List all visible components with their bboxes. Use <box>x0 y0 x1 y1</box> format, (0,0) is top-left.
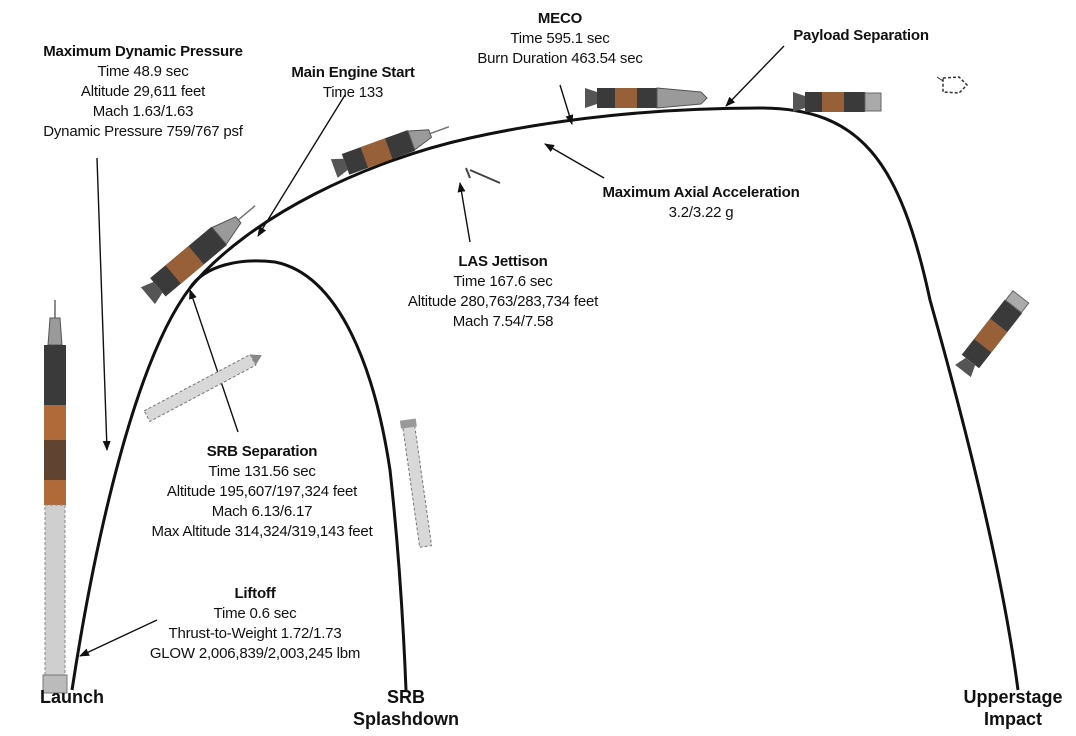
las-jettison-line: Time 167.6 sec <box>453 273 553 290</box>
liftoff-arrow <box>79 619 158 657</box>
las-jettison-arrow <box>457 182 471 243</box>
launch-vehicle-illustration <box>42 300 68 694</box>
srb-separation-line: Max Altitude 314,324/319,143 feet <box>151 523 373 540</box>
meco-label: MECO Time 595.1 sec Burn Duration 463.54… <box>477 9 643 69</box>
srb-separation-label: SRB Separation Time 131.56 sec Altitude … <box>151 442 372 542</box>
liftoff-line: Thrust-to-Weight 1.72/1.73 <box>168 625 342 642</box>
jettisoned-las-illustration <box>465 167 501 184</box>
payload-capsule-illustration <box>936 76 969 94</box>
descending-srb-illustration <box>399 418 433 548</box>
srb-separation-line: Altitude 195,607/197,324 feet <box>166 483 358 500</box>
las-jettison-line: Altitude 280,763/283,734 feet <box>407 293 599 310</box>
srb-splashdown-label-line: Splashdown <box>352 709 460 729</box>
upperstage-impact-label-line: Impact <box>983 709 1043 729</box>
max-q-line: Dynamic Pressure 759/767 psf <box>43 123 243 140</box>
srb-splashdown-label: SRB Splashdown <box>353 686 459 730</box>
launch-label: Launch <box>40 686 104 708</box>
max-axial-accel-arrow <box>544 143 605 179</box>
liftoff-line: GLOW 2,006,839/2,003,245 lbm <box>149 645 361 662</box>
main-engine-start-label: Main Engine Start Time 133 <box>291 63 414 103</box>
las-jettison-title: LAS Jettison <box>458 253 548 270</box>
payload-separation-title: Payload Separation <box>793 27 929 44</box>
upperstage-after-separation-illustration <box>793 92 882 112</box>
upperstage-impact-label-line: Upperstage <box>963 687 1063 707</box>
upperstage-impact-label: Upperstage Impact <box>963 686 1062 730</box>
liftoff-title: Liftoff <box>234 585 276 602</box>
srb-separation-line: Time 131.56 sec <box>208 463 316 480</box>
upperstage-meco-illustration <box>585 87 708 109</box>
meco-line: Time 595.1 sec <box>510 30 610 47</box>
main-engine-start-arrow <box>257 94 346 237</box>
meco-line: Burn Duration 463.54 sec <box>477 50 643 67</box>
vehicle-ascending-illustration <box>140 205 256 305</box>
liftoff-label: Liftoff Time 0.6 sec Thrust-to-Weight 1.… <box>149 584 361 664</box>
max-q-line: Mach 1.63/1.63 <box>92 103 194 120</box>
las-jettison-line: Mach 7.54/7.58 <box>452 313 554 330</box>
separated-srb-illustration <box>143 353 262 423</box>
max-q-line: Time 48.9 sec <box>97 63 189 80</box>
srb-return-curve <box>188 259 408 691</box>
payload-separation-arrow <box>725 45 785 107</box>
max-q-arrow <box>96 157 111 451</box>
falling-upperstage-illustration <box>955 290 1030 378</box>
meco-arrow <box>559 84 574 125</box>
max-q-title: Maximum Dynamic Pressure <box>43 43 243 60</box>
launch-label-line: Launch <box>39 687 105 707</box>
meco-title: MECO <box>537 10 583 27</box>
srb-separation-arrow <box>189 289 239 433</box>
srb-splashdown-label-line: SRB <box>386 687 426 707</box>
max-axial-accel-line: 3.2/3.22 g <box>668 204 734 221</box>
max-axial-accel-label: Maximum Axial Acceleration 3.2/3.22 g <box>602 183 799 223</box>
main-engine-start-line: Time 133 <box>322 84 384 101</box>
srb-separation-line: Mach 6.13/6.17 <box>211 503 313 520</box>
max-axial-accel-title: Maximum Axial Acceleration <box>602 184 800 201</box>
las-jettison-label: LAS Jettison Time 167.6 sec Altitude 280… <box>408 252 598 332</box>
max-q-label: Maximum Dynamic Pressure Time 48.9 sec A… <box>43 42 243 142</box>
payload-separation-label: Payload Separation <box>793 26 929 46</box>
liftoff-line: Time 0.6 sec <box>213 605 297 622</box>
srb-separation-title: SRB Separation <box>206 443 318 460</box>
upperstage-with-las-illustration <box>330 126 450 178</box>
main-engine-start-title: Main Engine Start <box>291 64 415 81</box>
max-q-line: Altitude 29,611 feet <box>80 83 206 100</box>
ascent-trajectory-curve <box>70 106 1020 691</box>
